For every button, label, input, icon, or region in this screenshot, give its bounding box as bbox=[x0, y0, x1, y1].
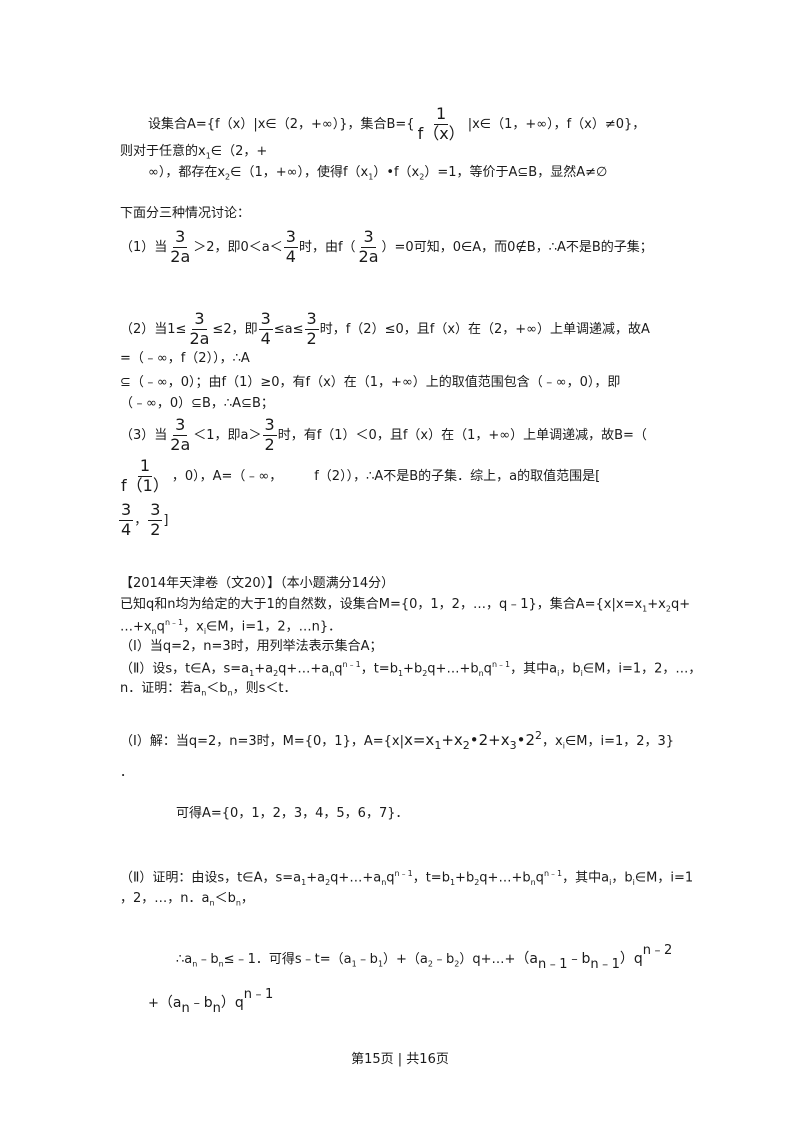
equation: （an﹣bn）qn﹣1 bbox=[158, 987, 274, 1016]
equation: x=x1+x2•2+x3•22 bbox=[403, 729, 543, 752]
text-line: 已知q和n均为给定的大于1的自然数，设集合M={0，1，2，…，q﹣1}，集合A… bbox=[120, 597, 691, 614]
text-line: =（﹣∞，f（2）），∴A bbox=[120, 351, 250, 366]
text-line: ⊆（﹣∞，0）；由f（1）≥0，有f（x）在（1，+∞）上的取值范围包含（﹣∞，… bbox=[120, 375, 621, 390]
derivation-line: ∴an﹣bn≤﹣1．可得s﹣t=（a1﹣b1）+（a2﹣b2）q+…+（an﹣1… bbox=[176, 943, 673, 972]
problem-title: 【2014年天津卷（文20）】（本小题满分14分） bbox=[120, 576, 395, 591]
derivation-line: +（an﹣bn）qn﹣1 bbox=[148, 987, 274, 1016]
text-line: （Ⅰ）当q=2，n=3时，用列举法表示集合A； bbox=[120, 639, 383, 654]
result-line: 可得A={0，1，2，3，4，5，6，7}． bbox=[176, 806, 409, 821]
page-footer: 第15页 | 共16页 bbox=[351, 1052, 449, 1067]
text-line: ，2，…，n．an＜bn， bbox=[120, 891, 254, 908]
text-line: （﹣∞，0）⊆B，∴A⊆B； bbox=[120, 396, 274, 411]
equation: （an﹣1﹣bn﹣1）qn﹣2 bbox=[515, 943, 673, 972]
text-line: ． bbox=[120, 765, 134, 780]
solution-1-line: （Ⅰ）解：当q=2，n=3时，M={0，1}，A={x|x=x1+x2•2+x3… bbox=[120, 729, 675, 752]
text-line: （Ⅱ）设s，t∈A，s=a1+a2q+…+anqn﹣1，t=b1+b2q+…+b… bbox=[120, 660, 702, 678]
solution-2-line: （Ⅱ）证明：由设s，t∈A，s=a1+a2q+…+anqn﹣1，t=b1+b2q… bbox=[120, 869, 694, 887]
text-line: ∞），都存在x2∈（1，+∞），使得f（x1）•f（x2）=1，等价于A⊆B，显… bbox=[148, 165, 608, 182]
text-line: n．证明：若an＜bn，则s＜t． bbox=[120, 681, 297, 698]
text-line: …+xnqn﹣1，xi∈M，i=1，2，…n}． bbox=[120, 618, 342, 636]
text-line: 下面分三种情况讨论： bbox=[120, 206, 251, 221]
text-line: 则对于任意的x1∈（2，+ bbox=[120, 144, 268, 161]
